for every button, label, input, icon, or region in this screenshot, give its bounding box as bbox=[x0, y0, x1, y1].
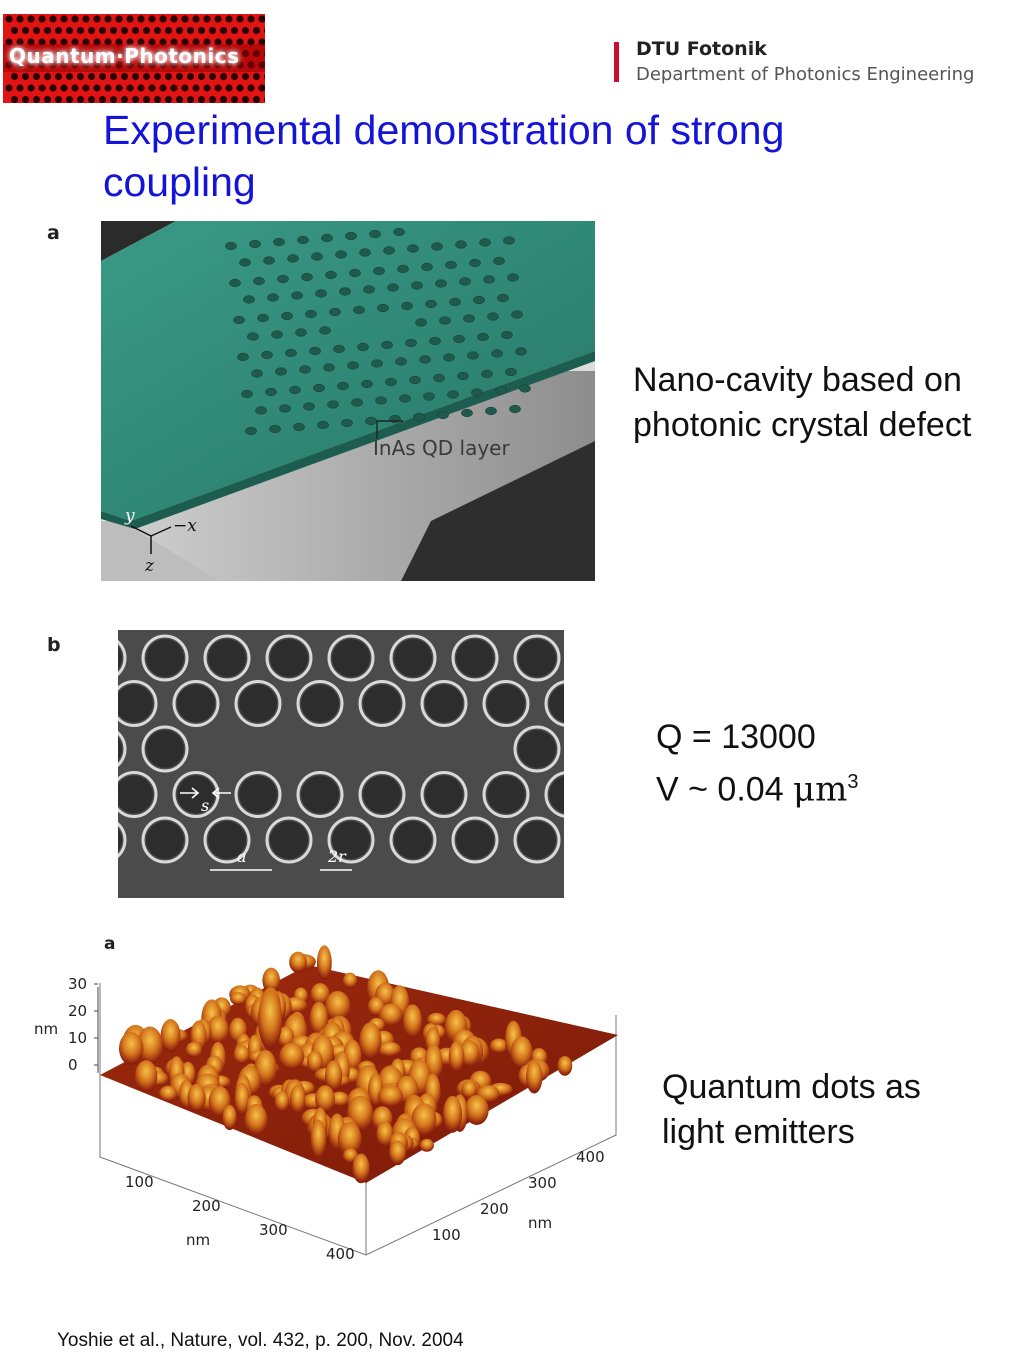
axis-y-label: y bbox=[124, 506, 135, 526]
lattice-a-label: a bbox=[237, 847, 247, 866]
slab-hole-array bbox=[225, 227, 531, 436]
x-axis-unit: nm bbox=[186, 1231, 210, 1249]
z-tick-label: 0 bbox=[68, 1056, 78, 1074]
quantum-dots-line-2: light emitters bbox=[662, 1113, 855, 1151]
axis-z-label: z bbox=[144, 556, 155, 576]
sem-hole-array bbox=[118, 634, 564, 864]
axis-x-label: −x bbox=[173, 516, 197, 536]
panel-c-letter: a bbox=[104, 934, 115, 954]
dtu-department: Department of Photonics Engineering bbox=[636, 64, 975, 85]
y-tick-label: 400 bbox=[576, 1148, 605, 1166]
quantum-photonics-logo: Quantum·Photonics bbox=[3, 14, 265, 103]
nano-cavity-line-2: photonic crystal defect bbox=[633, 406, 972, 444]
y-tick-label: 100 bbox=[432, 1226, 461, 1244]
x-tick-label: 200 bbox=[192, 1197, 221, 1215]
quantum-dots-line-1: Quantum dots as bbox=[662, 1068, 921, 1106]
z-tick-label: 30 bbox=[68, 975, 87, 993]
x-tick-label: 400 bbox=[326, 1245, 355, 1263]
dtu-logo-bar bbox=[614, 42, 619, 82]
diameter-2r-label: 2r bbox=[327, 847, 347, 866]
sem-cavity-image: s a 2r bbox=[118, 630, 564, 898]
q-factor-value: Q = 13000 bbox=[656, 718, 816, 756]
quantum-dot-peaks bbox=[118, 945, 573, 1184]
y-tick-label: 200 bbox=[480, 1200, 509, 1218]
dtu-name: DTU Fotonik bbox=[636, 38, 767, 60]
z-tick-label: 10 bbox=[68, 1029, 87, 1047]
z-tick-label: 20 bbox=[68, 1002, 87, 1020]
qd-layer-label: InAs QD layer bbox=[373, 436, 510, 460]
logo-text: Quantum·Photonics bbox=[9, 44, 240, 68]
y-tick-label: 300 bbox=[528, 1174, 557, 1192]
panel-b-letter: b bbox=[47, 634, 61, 656]
slide-title: Experimental demonstration of strong cou… bbox=[103, 107, 785, 205]
nano-cavity-line-1: Nano-cavity based on bbox=[633, 361, 962, 399]
y-axis-unit: nm bbox=[528, 1214, 552, 1232]
x-tick-label: 100 bbox=[125, 1173, 154, 1191]
citation: Yoshie et al., Nature, vol. 432, p. 200,… bbox=[57, 1330, 464, 1351]
photonic-crystal-slab-figure: InAs QD layer y −x z bbox=[101, 221, 595, 581]
spacing-s-label: s bbox=[201, 796, 209, 815]
logo-band bbox=[3, 44, 265, 72]
x-tick-label: 300 bbox=[259, 1221, 288, 1239]
panel-a-letter: a bbox=[47, 222, 60, 244]
mode-volume-value: V ~ 0.04 μm3 bbox=[656, 769, 859, 810]
z-axis-unit: nm bbox=[34, 1020, 58, 1038]
